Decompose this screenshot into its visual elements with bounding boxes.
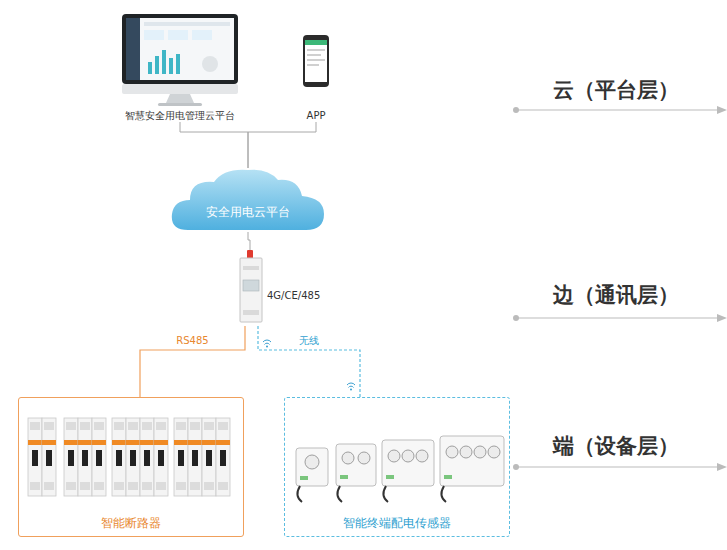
phone-icon: [303, 35, 329, 87]
monitor-icon: [122, 14, 238, 106]
node-text: 智能终端配电传感器: [343, 516, 451, 531]
layer-label: 边（通讯层）: [553, 281, 679, 309]
layer-arrow: [513, 106, 727, 471]
breaker-group-box: 智能断路器: [18, 397, 244, 537]
node-text: 安全用电云平台: [206, 205, 290, 220]
platform-caption-node: 智慧安全用电管理云平台: [118, 12, 242, 122]
edge-label: 无线: [296, 335, 322, 347]
node-text: APP: [307, 110, 326, 123]
connector: [258, 326, 360, 397]
connector: [248, 232, 250, 250]
breaker-illustration: [28, 418, 230, 496]
sensor-illustration: [296, 436, 504, 502]
cloud-shape: [168, 168, 328, 232]
connector: [248, 122, 316, 168]
connector: [140, 326, 245, 397]
node-text: 智慧安全用电管理云平台: [125, 110, 235, 123]
wifi-icon: [263, 340, 355, 391]
connector: [180, 122, 248, 168]
layer-label: 端（设备层）: [553, 432, 679, 460]
edge-label: RS485: [173, 335, 211, 347]
cloud-node: 安全用电云平台: [168, 168, 328, 232]
gateway-icon: [240, 250, 262, 322]
node-text: 智能断路器: [101, 516, 161, 531]
node-text: 4G/CE/485: [267, 290, 332, 303]
sensor-group-box: 智能终端配电传感器: [284, 397, 510, 537]
gateway-node: 4G/CE/485: [236, 250, 332, 326]
app-caption-node: APP: [285, 30, 347, 122]
layer-label: 云（平台层）: [553, 76, 679, 104]
